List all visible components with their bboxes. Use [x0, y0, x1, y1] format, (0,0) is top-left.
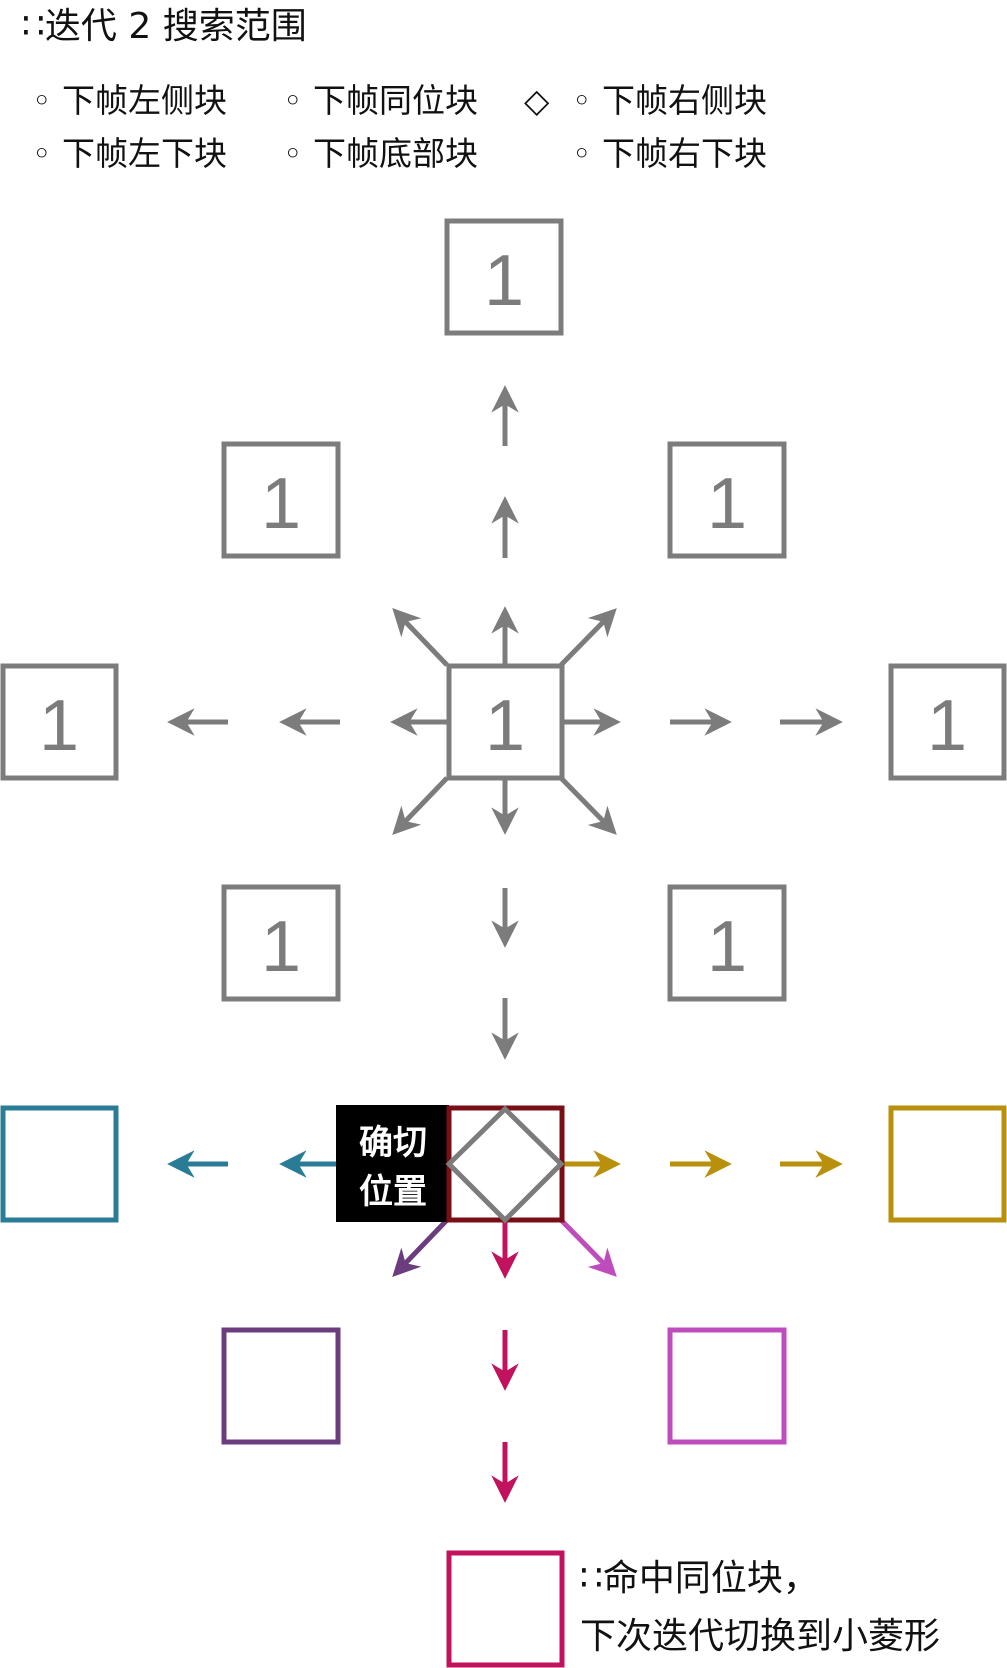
block-upper-right-value: 1 — [707, 464, 747, 544]
block-lower-right-value: 1 — [707, 907, 747, 987]
block-far-left: 1 — [0, 663, 119, 781]
block-upper-left: 1 — [221, 441, 341, 559]
legend-diamond-symbol: ◇ — [524, 81, 550, 120]
arrow-up-left — [392, 608, 449, 667]
legend-left-side-block: ◦ 下帧左侧块 — [32, 81, 227, 120]
block-far-left-value: 1 — [39, 686, 79, 766]
pink-arrow — [559, 1218, 617, 1277]
block-purple-lower-left — [221, 1327, 341, 1445]
exact-position-line-2: 位置 — [359, 1172, 427, 1212]
arrow-up-right — [559, 608, 617, 667]
exact-position-label: 确切 位置 — [336, 1105, 449, 1222]
legend-bottom-block: ◦ 下帧底部块 — [283, 134, 478, 173]
legend-lower-right-block: ◦ 下帧右下块 — [572, 134, 767, 173]
exact-position-label-bg — [336, 1105, 449, 1222]
gray-arrows — [167, 385, 843, 1060]
block-lower-left-value: 1 — [261, 907, 301, 987]
small-diamond-icon — [445, 1105, 565, 1224]
block-gold-right — [888, 1105, 1007, 1223]
arrow-down-right — [559, 776, 617, 835]
arrow-down-left — [392, 776, 449, 835]
exact-position-line-1: 确切 — [359, 1123, 427, 1163]
block-far-right-value: 1 — [927, 686, 967, 766]
diagram-title: ∷迭代 2 搜索范围 — [22, 6, 307, 47]
gray-blocks: 1 1 1 1 1 1 1 1 — [0, 218, 1007, 1002]
block-magenta-bottom — [446, 1550, 565, 1668]
current-block — [446, 1105, 565, 1223]
block-pink-lower-right — [667, 1327, 787, 1445]
legend-right-side-block: ◦ 下帧右侧块 — [572, 81, 767, 120]
legend-lower-left-block: ◦ 下帧左下块 — [32, 134, 227, 173]
colored-blocks — [0, 1105, 1007, 1668]
block-top-value: 1 — [484, 241, 524, 321]
block-upper-left-value: 1 — [261, 464, 301, 544]
block-lower-right: 1 — [667, 884, 787, 1002]
legend-colocated-block: ◦ 下帧同位块 — [283, 81, 478, 120]
block-center: 1 — [446, 663, 565, 781]
block-upper-right: 1 — [667, 441, 787, 559]
block-center-value: 1 — [485, 686, 525, 766]
note-line-2: 下次迭代切换到小菱形 — [580, 1616, 940, 1657]
note-line-1: ∷命中同位块， — [580, 1558, 819, 1599]
purple-arrow — [392, 1218, 449, 1277]
block-top: 1 — [444, 218, 564, 336]
block-lower-left: 1 — [221, 884, 341, 1002]
block-far-right: 1 — [888, 663, 1007, 781]
block-teal-left — [0, 1105, 119, 1223]
